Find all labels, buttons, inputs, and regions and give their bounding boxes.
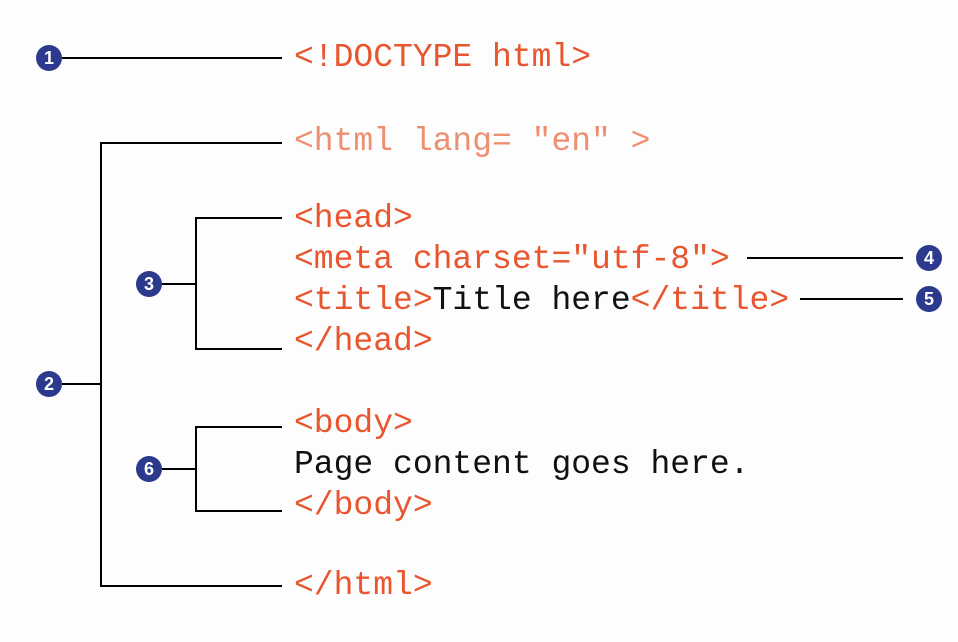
callout-badge-5: 5 — [916, 286, 942, 312]
body-open-tag: <body> — [294, 405, 413, 442]
bracket-html — [100, 142, 282, 587]
title-open-tag: <title> — [294, 282, 433, 319]
callout-badge-3: 3 — [136, 271, 162, 297]
doctype-tag: <!DOCTYPE html> — [294, 39, 592, 76]
callout-badge-2: 2 — [36, 371, 62, 397]
code-head-close: </head> — [294, 322, 433, 362]
bracket-head — [195, 217, 282, 350]
title-close-tag: </title> — [630, 282, 790, 319]
head-open-tag: <head> — [294, 200, 413, 237]
code-doctype: <!DOCTYPE html> — [294, 38, 591, 78]
code-head-open: <head> — [294, 199, 413, 239]
head-close-tag: </head> — [294, 323, 433, 360]
title-text: Title here — [432, 282, 631, 319]
code-body-close: </body> — [294, 486, 433, 526]
code-body-content: Page content goes here. — [294, 445, 749, 485]
code-html-open: <html lang= "en" > — [294, 122, 650, 162]
body-close-tag: </body> — [294, 487, 433, 524]
code-meta: <meta charset="utf-8"> — [294, 240, 730, 280]
code-title: <title>Title here</title> — [294, 281, 789, 321]
callout-badge-6: 6 — [136, 456, 162, 482]
code-html-close: </html> — [294, 566, 433, 606]
code-body-open: <body> — [294, 404, 413, 444]
callout-badge-1: 1 — [36, 45, 62, 71]
html-open-tag: <html lang= "en" > — [294, 123, 651, 160]
html-close-tag: </html> — [294, 567, 433, 604]
bracket-body — [195, 426, 282, 512]
body-content-text: Page content goes here. — [294, 446, 750, 483]
callout-badge-4: 4 — [916, 245, 942, 271]
meta-tag: <meta charset="utf-8"> — [294, 241, 730, 278]
